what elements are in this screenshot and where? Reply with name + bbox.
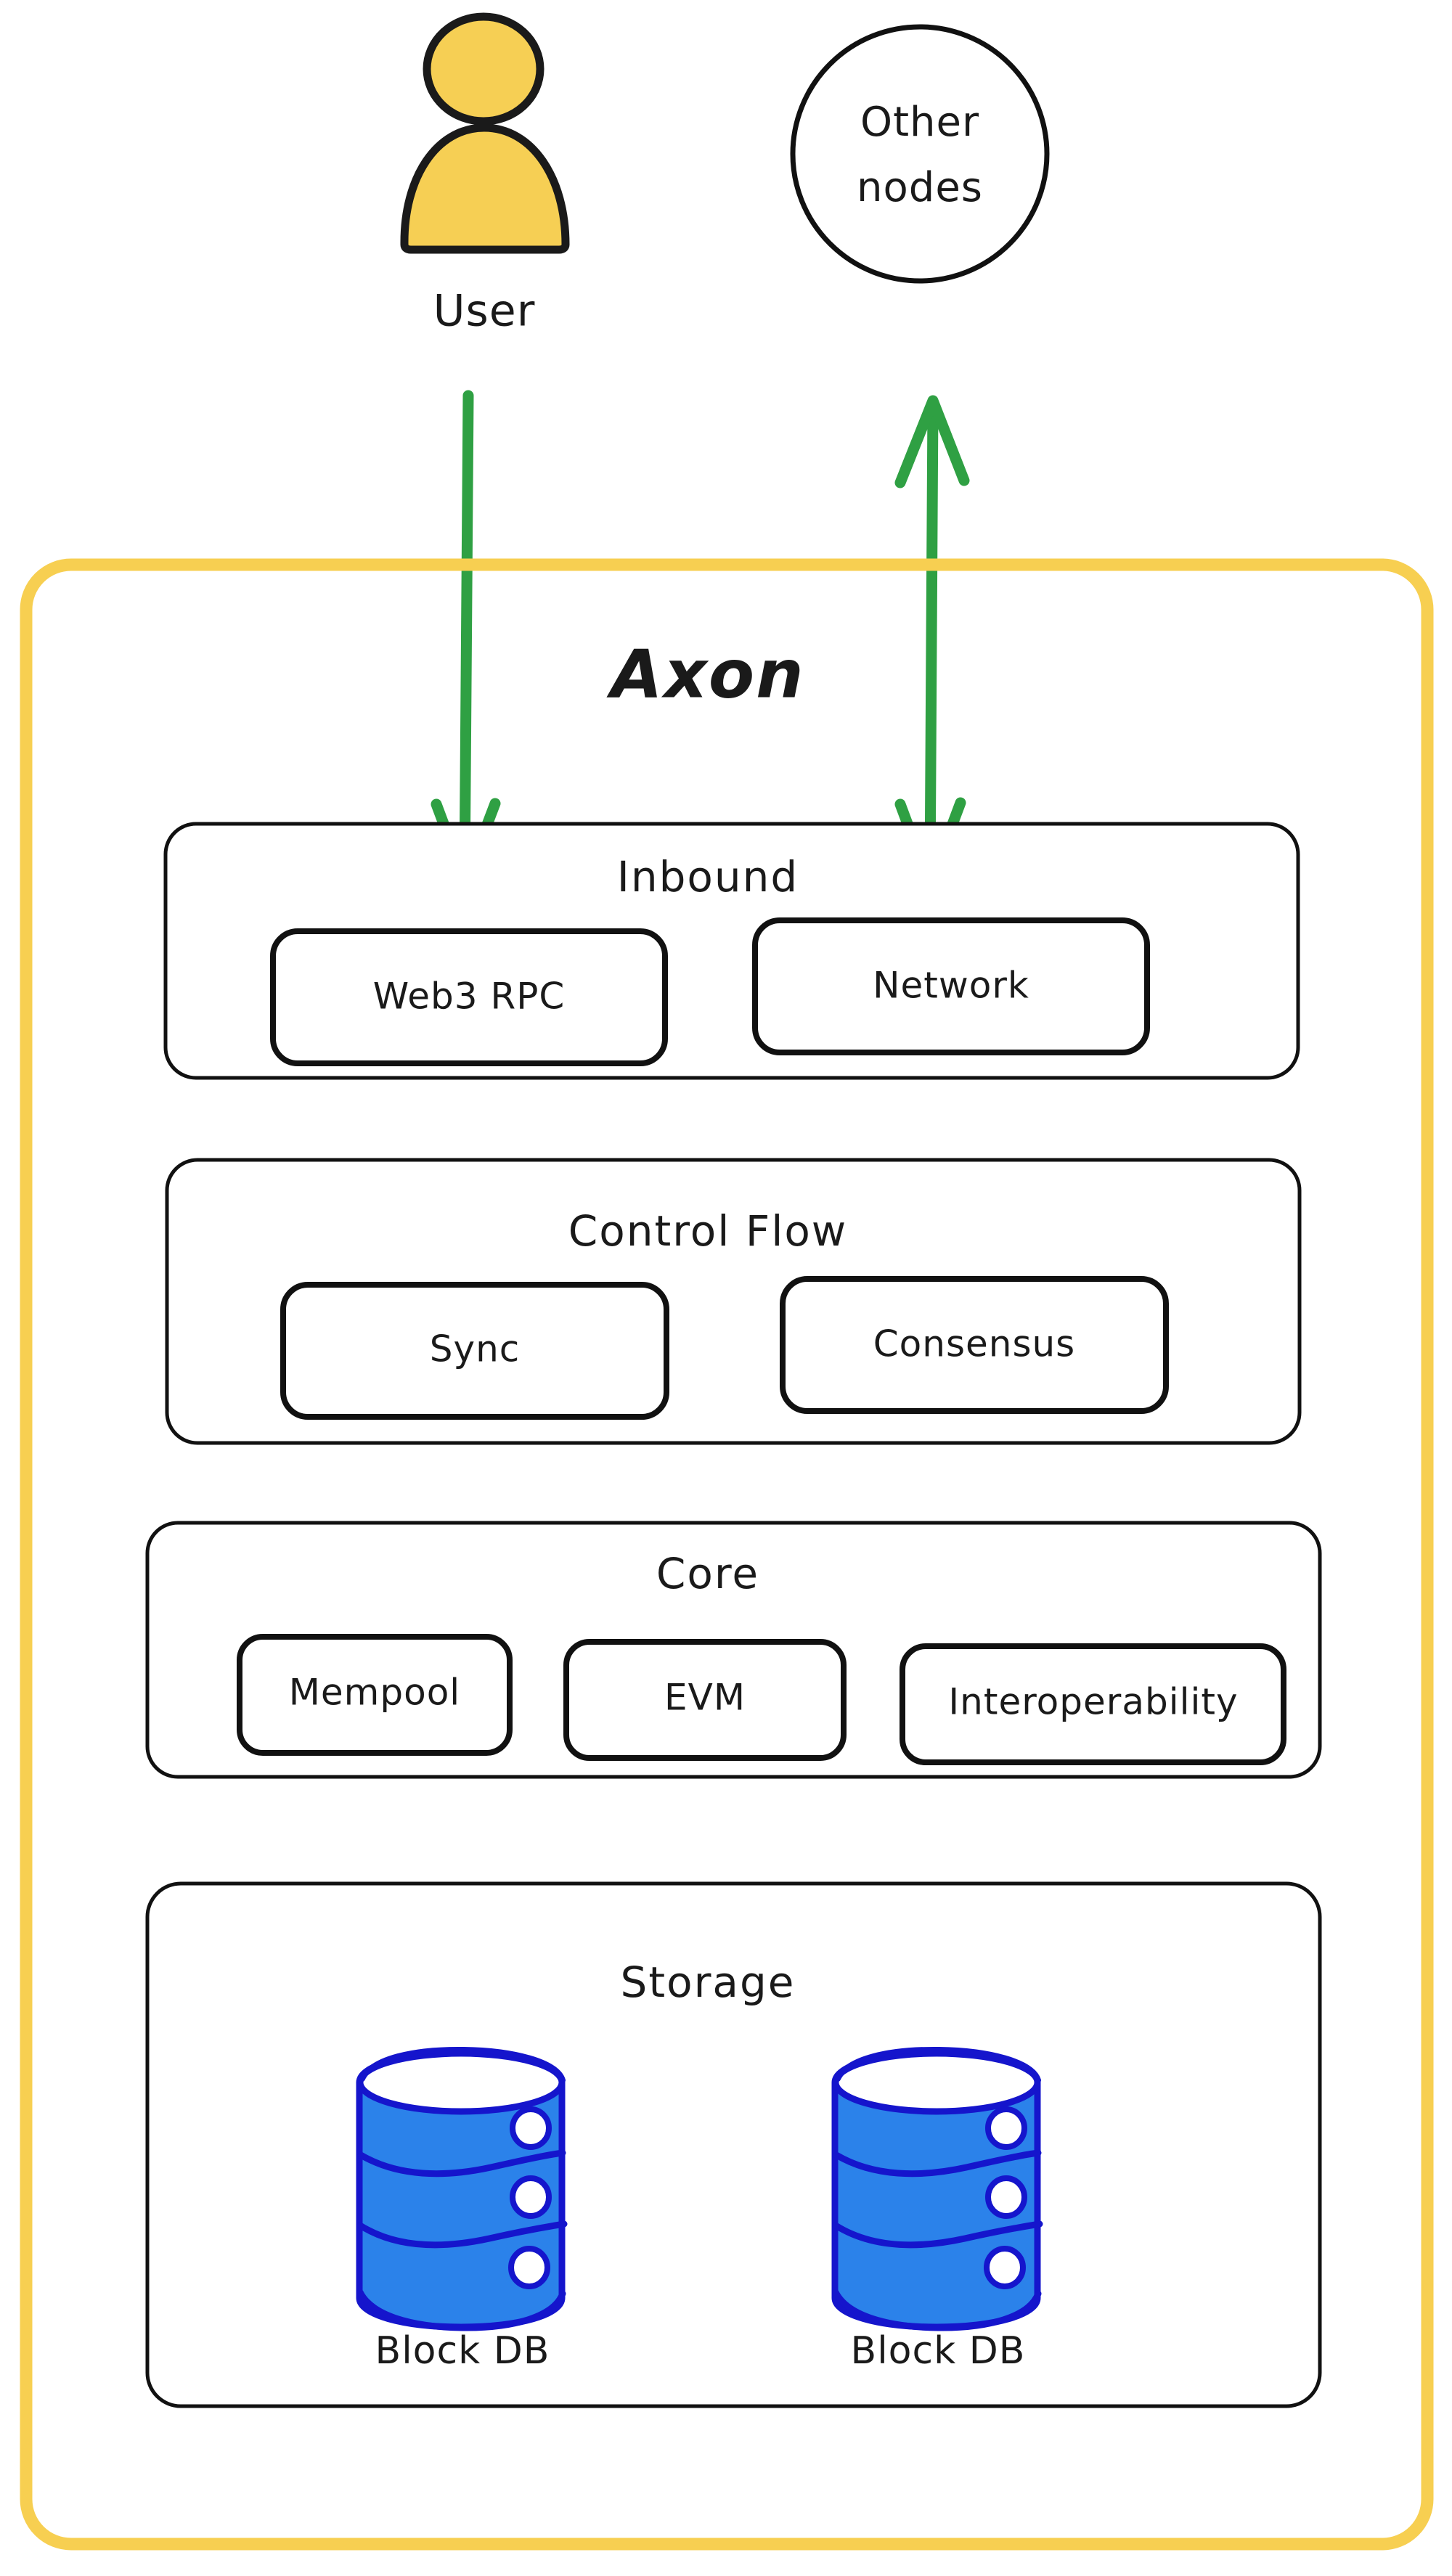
- module-evm[interactable]: EVM: [563, 1639, 847, 1761]
- other-nodes-label-line2: nodes: [857, 164, 983, 211]
- db1-band-1: [357, 2149, 566, 2178]
- module-sync[interactable]: Sync: [280, 1282, 669, 1420]
- module-interoperability[interactable]: Interoperability: [900, 1643, 1286, 1765]
- actor-other-nodes[interactable]: [790, 24, 1050, 284]
- db2-indicator-3: [984, 2246, 1026, 2289]
- section-inbound-title: Inbound: [617, 852, 799, 901]
- db2-top-ellipse: [832, 2050, 1041, 2115]
- database-block-db-2-label: Block DB: [851, 2329, 1026, 2373]
- section-control-flow-title: Control Flow: [568, 1206, 848, 1256]
- module-consensus-label: Consensus: [873, 1323, 1075, 1365]
- module-evm-box: [563, 1639, 847, 1761]
- module-network[interactable]: Network: [752, 917, 1150, 1055]
- database-block-db-1-label: Block DB: [375, 2329, 550, 2373]
- module-evm-label: EVM: [664, 1677, 746, 1719]
- section-inbound[interactable]: Inbound Web3 RPC Network: [163, 822, 1300, 1080]
- user-label: User: [433, 286, 536, 337]
- section-core-title: Core: [656, 1549, 759, 1598]
- module-interoperability-box: [900, 1643, 1286, 1765]
- module-web3-rpc[interactable]: Web3 RPC: [270, 928, 668, 1066]
- module-network-box: [752, 917, 1150, 1055]
- module-sync-box: [280, 1282, 669, 1420]
- db2-band-1: [833, 2149, 1042, 2178]
- module-consensus-box: [780, 1276, 1169, 1414]
- db1-rim-sketch: [359, 2046, 566, 2083]
- module-mempool-label: Mempool: [289, 1672, 460, 1714]
- user-head-icon: [423, 12, 544, 126]
- section-core[interactable]: Core Mempool EVM Interoperability: [145, 1521, 1322, 1779]
- db1-indicator-1: [510, 2106, 552, 2150]
- db2-band-2: [832, 2220, 1043, 2249]
- module-sync-label: Sync: [430, 1328, 521, 1370]
- db2-bottom-sketch: [832, 2289, 1042, 2331]
- module-web3-rpc-box: [270, 928, 668, 1066]
- module-interoperability-label: Interoperability: [948, 1681, 1238, 1723]
- section-control-flow[interactable]: Control Flow Sync Consensus: [165, 1158, 1302, 1445]
- db2-rim-sketch: [835, 2046, 1041, 2083]
- other-nodes-circle: [790, 24, 1050, 284]
- section-storage-title: Storage: [621, 1958, 796, 2007]
- db2-indicator-2: [985, 2175, 1027, 2219]
- arrow-other-nodes-to-network: [894, 395, 970, 890]
- db1-band-2: [356, 2220, 568, 2249]
- user-body-icon: [400, 123, 570, 254]
- app-container-axon: [20, 558, 1434, 2551]
- module-consensus[interactable]: Consensus: [780, 1276, 1169, 1414]
- module-web3-rpc-label: Web3 RPC: [373, 976, 566, 1018]
- db2-indicator-1: [985, 2106, 1027, 2150]
- actor-user[interactable]: [400, 12, 570, 254]
- db1-indicator-2: [510, 2175, 552, 2219]
- database-block-db-2[interactable]: [831, 2046, 1043, 2331]
- db1-top-ellipse: [356, 2050, 566, 2115]
- database-block-db-1[interactable]: [356, 2046, 568, 2331]
- module-mempool-box: [237, 1634, 513, 1756]
- module-network-label: Network: [873, 965, 1029, 1007]
- app-title: Axon: [606, 635, 804, 713]
- module-mempool[interactable]: Mempool: [237, 1634, 513, 1756]
- arrow-user-to-inbound: [431, 390, 501, 888]
- db1-indicator-3: [508, 2246, 550, 2289]
- section-storage[interactable]: Storage Block DB: [145, 1881, 1322, 2408]
- other-nodes-label-line1: Other: [860, 99, 979, 146]
- db1-bottom-sketch: [356, 2289, 566, 2331]
